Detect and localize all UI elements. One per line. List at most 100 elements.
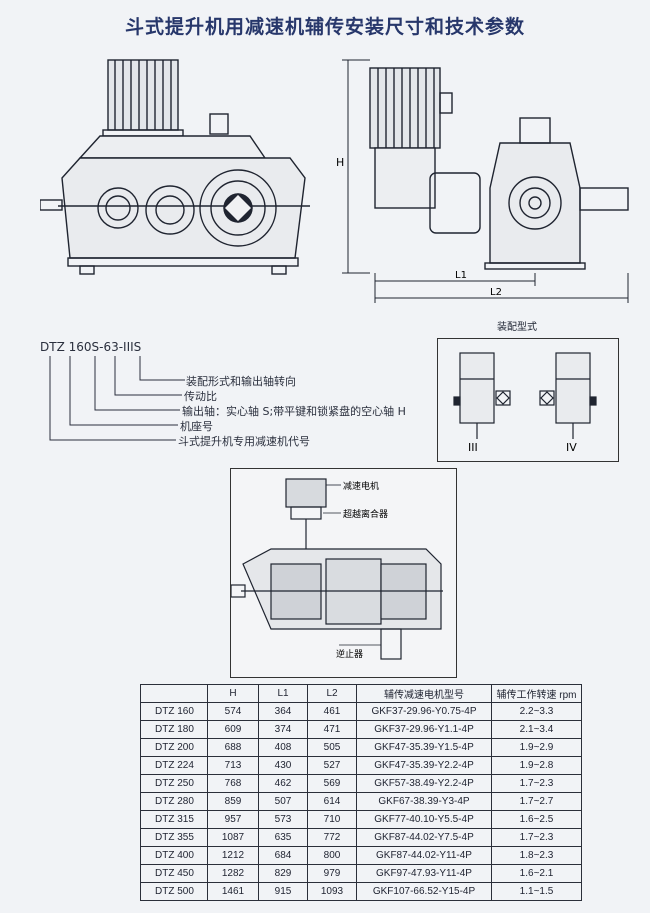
cell-speed: 1.7~2.3	[491, 828, 582, 847]
cell-l1: 684	[258, 846, 308, 865]
front-view-drawing	[40, 59, 310, 275]
cell-motor-type: GKF97-47.93-Y11-4P	[356, 864, 492, 883]
cell-l2: 772	[307, 828, 357, 847]
table-header-row: H L1 L2 辅传减速电机型号 辅传工作转速 rpm	[140, 684, 582, 703]
cell-l1: 374	[258, 720, 308, 739]
cell-l2: 461	[307, 702, 357, 721]
header-model	[140, 684, 208, 703]
dim-label-h: H	[336, 156, 344, 169]
code-label-ratio: 传动比	[184, 390, 217, 403]
cell-model: DTZ 280	[140, 792, 208, 811]
cell-l2: 979	[307, 864, 357, 883]
cell-model: DTZ 500	[140, 882, 208, 901]
code-label-product-code: 斗式提升机专用减速机代号	[178, 435, 310, 448]
cell-model: DTZ 355	[140, 828, 208, 847]
cell-motor-type: GKF107-66.52-Y15-4P	[356, 882, 492, 901]
dim-label-l2: L2	[490, 287, 502, 298]
section-view-drawing: 减速电机 超越离合器 逆止器	[230, 478, 443, 660]
cell-model: DTZ 315	[140, 810, 208, 829]
cell-speed: 1.6~2.1	[491, 864, 582, 883]
assembly-title: 装配型式	[497, 322, 537, 333]
cell-motor-type: GKF37-29.96-Y0.75-4P	[356, 702, 492, 721]
cell-speed: 1.7~2.3	[491, 774, 582, 793]
cell-speed: 1.9~2.8	[491, 756, 582, 775]
cell-speed: 1.7~2.7	[491, 792, 582, 811]
cell-model: DTZ 200	[140, 738, 208, 757]
cell-h: 713	[207, 756, 259, 775]
header-h: H	[207, 684, 259, 703]
header-speed: 辅传工作转速 rpm	[491, 684, 582, 703]
cell-speed: 1.8~2.3	[491, 846, 582, 865]
cell-l2: 710	[307, 810, 357, 829]
assembly-type-iv: IV	[566, 441, 577, 454]
assembly-type-iii: III	[468, 441, 478, 454]
cell-motor-type: GKF57-38.49-Y2.2-4P	[356, 774, 492, 793]
cell-speed: 2.1~3.4	[491, 720, 582, 739]
header-motor-type: 辅传减速电机型号	[356, 684, 492, 703]
cell-l1: 430	[258, 756, 308, 775]
cell-l2: 800	[307, 846, 357, 865]
cell-h: 1087	[207, 828, 259, 847]
cell-l1: 829	[258, 864, 308, 883]
cell-l2: 569	[307, 774, 357, 793]
model-code: DTZ 160S-63-IIIS	[40, 340, 142, 354]
cell-h: 1282	[207, 864, 259, 883]
cell-speed: 1.9~2.9	[491, 738, 582, 757]
cell-l1: 635	[258, 828, 308, 847]
cell-l1: 364	[258, 702, 308, 721]
cell-motor-type: GKF87-44.02-Y11-4P	[356, 846, 492, 865]
section-label-clutch: 超越离合器	[343, 508, 388, 520]
cell-speed: 1.1~1.5	[491, 882, 582, 901]
cell-h: 1212	[207, 846, 259, 865]
cell-model: DTZ 180	[140, 720, 208, 739]
section-label-backstop: 逆止器	[336, 648, 363, 660]
cell-motor-type: GKF67-38.39-Y3-4P	[356, 792, 492, 811]
side-view-drawing: H L1 L2	[336, 59, 629, 303]
code-label-assembly: 装配形式和输出轴转向	[186, 375, 296, 388]
cell-h: 1461	[207, 882, 259, 901]
cell-model: DTZ 224	[140, 756, 208, 775]
cell-l1: 507	[258, 792, 308, 811]
header-l2: L2	[307, 684, 357, 703]
cell-model: DTZ 160	[140, 702, 208, 721]
section-view-box: 减速电机 超越离合器 逆止器	[230, 468, 457, 678]
model-code-leader-lines	[49, 356, 185, 441]
cell-l2: 614	[307, 792, 357, 811]
cell-l2: 1093	[307, 882, 357, 901]
cell-l1: 462	[258, 774, 308, 793]
cell-motor-type: GKF47-35.39-Y2.2-4P	[356, 756, 492, 775]
cell-h: 609	[207, 720, 259, 739]
cell-h: 688	[207, 738, 259, 757]
cell-l1: 573	[258, 810, 308, 829]
cell-speed: 2.2~3.3	[491, 702, 582, 721]
cell-l2: 505	[307, 738, 357, 757]
assembly-types-drawing: III IV	[453, 352, 597, 454]
dim-label-l1: L1	[455, 270, 467, 281]
cell-h: 957	[207, 810, 259, 829]
section-label-motor: 减速电机	[343, 480, 379, 492]
cell-l1: 408	[258, 738, 308, 757]
cell-motor-type: GKF77-40.10-Y5.5-4P	[356, 810, 492, 829]
cell-speed: 1.6~2.5	[491, 810, 582, 829]
cell-motor-type: GKF87-44.02-Y7.5-4P	[356, 828, 492, 847]
cell-h: 574	[207, 702, 259, 721]
code-label-frame: 机座号	[180, 420, 213, 433]
cell-h: 859	[207, 792, 259, 811]
cell-model: DTZ 250	[140, 774, 208, 793]
model-code-legend: DTZ 160S-63-IIIS 装配形式和输出轴转向 传动比 输出轴：实心轴 …	[40, 340, 420, 460]
page-title: 斗式提升机用减速机辅传安装尺寸和技术参数	[124, 16, 525, 38]
cell-l1: 915	[258, 882, 308, 901]
cell-motor-type: GKF37-29.96-Y1.1-4P	[356, 720, 492, 739]
cell-l2: 527	[307, 756, 357, 775]
